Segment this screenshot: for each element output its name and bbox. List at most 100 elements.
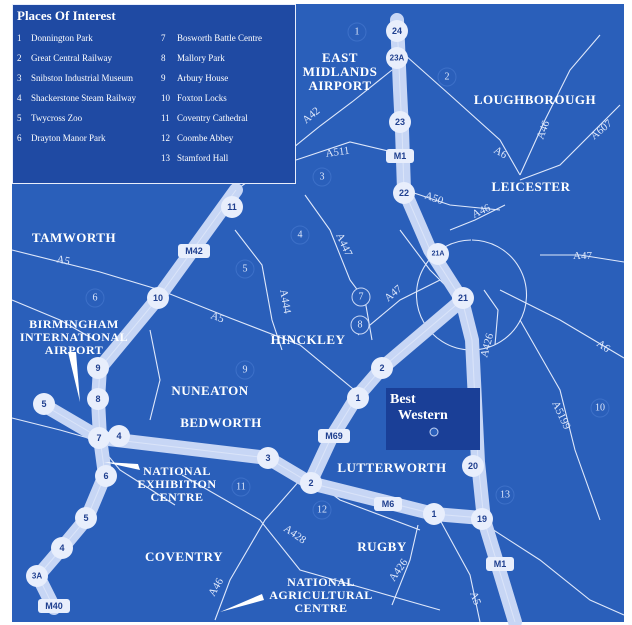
poi-marker-4: 4: [290, 225, 310, 245]
poi-marker-13: 13: [495, 485, 515, 505]
svg-text:10: 10: [595, 403, 605, 414]
road-a447: [304, 194, 373, 341]
best-western-box[interactable]: [386, 388, 480, 450]
junction-m1-23: 23: [389, 111, 411, 133]
svg-text:23: 23: [395, 117, 405, 127]
poi-marker-10: 10: [590, 398, 610, 418]
road-local-1: [11, 417, 96, 441]
svg-text:2: 2: [308, 478, 313, 488]
place-nac-2: AGRICULTURAL: [269, 588, 373, 602]
svg-text:M42: M42: [185, 246, 203, 256]
road-a46-north: [519, 34, 601, 176]
svg-text:21: 21: [458, 293, 468, 303]
junction-m42-5: 5: [75, 507, 97, 529]
svg-text:1: 1: [431, 509, 436, 519]
poi-marker-12: 12: [312, 500, 332, 520]
junction-m42-7: 7: [88, 427, 110, 449]
junction-m6-4: 4: [108, 425, 130, 447]
svg-text:8: 8: [358, 320, 363, 331]
place-tamworth: TAMWORTH: [32, 230, 116, 245]
svg-text:10: 10: [153, 293, 163, 303]
place-east-midlands-airport-2: MIDLANDS: [303, 64, 378, 79]
svg-text:M6: M6: [382, 499, 395, 509]
svg-text:3: 3: [265, 453, 270, 463]
road-a46-south: [214, 479, 301, 621]
best-western-label-line1: Best: [390, 392, 416, 407]
junction-m6-1: 1: [423, 503, 445, 525]
junction-m42-11: 11: [221, 196, 243, 218]
nec-pointer: [104, 462, 140, 470]
road-a46-mid: [449, 204, 506, 231]
nac-pointer: [220, 594, 264, 612]
junction-m42-6: 6: [95, 465, 117, 487]
best-western-label-line2: Western: [398, 408, 448, 423]
place-labels: EAST MIDLANDS AIRPORT LOUGHBOROUGH LEICE…: [20, 50, 596, 615]
junction-west-5: 5: [33, 393, 55, 415]
poi-marker-7: 7: [351, 287, 371, 307]
road-label-a5-mid: A5: [209, 310, 226, 326]
place-nec-1: NATIONAL: [143, 464, 211, 478]
svg-text:5: 5: [41, 399, 46, 409]
svg-text:12: 12: [317, 505, 327, 516]
place-leicester: LEICESTER: [492, 179, 571, 194]
pointers: [68, 352, 264, 612]
road-a428: [181, 474, 441, 611]
road-label-a511: A511: [325, 145, 350, 160]
road-a6-east: [499, 289, 625, 359]
svg-text:7: 7: [96, 433, 101, 443]
svg-text:20: 20: [468, 461, 478, 471]
svg-text:19: 19: [477, 514, 487, 524]
svg-text:23A: 23A: [390, 54, 405, 63]
place-rugby: RUGBY: [357, 539, 407, 554]
motorway-label-m69: M69: [318, 429, 350, 443]
junction-markers: 24 23A 23 22 21A 21 20 19 11 10 9 8 7 4 …: [26, 20, 493, 587]
svg-text:21A: 21A: [432, 251, 445, 258]
motorway-label-m1-north: M1: [386, 149, 414, 163]
place-birmingham-airport-2: INTERNATIONAL: [20, 330, 128, 344]
road-a5199: [519, 319, 601, 521]
svg-text:24: 24: [392, 26, 402, 36]
junction-m1-21a: 21A: [427, 243, 449, 265]
legend-title: Places Of Interest: [17, 8, 116, 23]
motorway-label-m40: M40: [38, 599, 70, 613]
svg-text:5: 5: [83, 513, 88, 523]
best-western-marker: [429, 427, 439, 437]
motorway-label-m1-south: M1: [486, 557, 514, 571]
minor-roads: [11, 34, 625, 623]
junction-m42-10: 10: [147, 287, 169, 309]
svg-text:4: 4: [116, 431, 121, 441]
road-a47-mid: [357, 279, 441, 336]
svg-text:M1: M1: [394, 151, 407, 161]
motorway-labels: M1 M42 M69 M6 M1 M40: [38, 149, 514, 613]
road-a5-south: [439, 519, 481, 623]
road-local-6: [11, 299, 96, 341]
place-lutterworth: LUTTERWORTH: [337, 460, 446, 475]
place-nuneaton: NUNEATON: [171, 383, 248, 398]
poi-marker-2: 2: [437, 67, 457, 87]
svg-text:4: 4: [59, 543, 64, 553]
junction-m69-2: 2: [371, 357, 393, 379]
junction-m42-9: 9: [87, 357, 109, 379]
svg-text:6: 6: [103, 471, 108, 481]
place-loughborough: LOUGHBOROUGH: [474, 92, 596, 107]
svg-text:1: 1: [355, 27, 360, 38]
junction-m1-22: 22: [393, 182, 415, 204]
place-coventry: COVENTRY: [145, 549, 223, 564]
svg-text:4: 4: [298, 230, 303, 241]
junction-m1-19: 19: [471, 508, 493, 530]
place-nac-1: NATIONAL: [287, 575, 355, 589]
junction-m42-8: 8: [87, 388, 109, 410]
road-label-a47-east: A47: [573, 250, 592, 262]
junction-m1-24: 24: [386, 20, 408, 42]
place-birmingham-airport-1: BIRMINGHAM: [29, 317, 119, 331]
junction-m1-20: 20: [462, 455, 484, 477]
svg-text:M1: M1: [494, 559, 507, 569]
